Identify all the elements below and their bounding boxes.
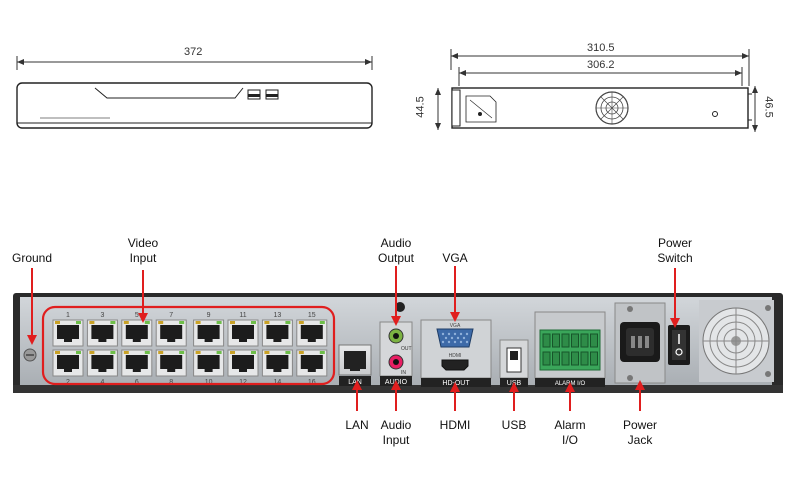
callout-arrows (27, 266, 680, 411)
audio-output-label: Audio Output (366, 236, 426, 266)
alarm-io-terminal: ALARM I/O (534, 311, 606, 387)
power-jack-label-line1: Power (622, 418, 657, 432)
usb-port: USB (499, 339, 529, 387)
usb-label: USB (501, 418, 527, 432)
port-number-2: 2 (66, 379, 70, 386)
vga-label: VGA (442, 251, 468, 265)
video-input-label-line1: Video (127, 236, 159, 250)
video-input-port-16 (296, 349, 328, 377)
power-switch-label: Power Switch (645, 236, 705, 266)
video-input-port-13 (261, 319, 293, 347)
side-view-drawing (451, 87, 752, 129)
port-number-4: 4 (100, 379, 104, 386)
port-number-6: 6 (135, 379, 139, 386)
svg-text:HDMI: HDMI (449, 353, 462, 359)
port-number-1: 1 (66, 312, 70, 319)
alarm-io-label: Alarm I/O (545, 418, 595, 448)
alarm-terminal-pin (561, 333, 570, 348)
front-view-drawing (16, 82, 373, 129)
lan-port: LAN (338, 344, 372, 386)
video-input-port-6 (121, 349, 153, 377)
video-input-port-7 (155, 319, 187, 347)
video-input-port-12 (227, 349, 259, 377)
video-input-port-9 (193, 319, 225, 347)
video-input-port-11 (227, 319, 259, 347)
audio-input-label-line2: Input (382, 433, 410, 447)
port-number-15: 15 (308, 312, 316, 319)
alarm-terminal-pin (590, 351, 598, 366)
port-number-12: 12 (239, 379, 247, 386)
alarm-terminal-pin (542, 351, 551, 366)
audio-output-label-line2: Output (377, 251, 415, 265)
video-input-label-line2: Input (129, 251, 157, 265)
port-number-9: 9 (207, 312, 211, 319)
video-input-port-14 (261, 349, 293, 377)
port-number-16: 16 (308, 379, 316, 386)
port-number-10: 10 (205, 379, 213, 386)
power-switch (668, 325, 690, 365)
port-number-13: 13 (274, 312, 282, 319)
port-number-5: 5 (135, 312, 139, 319)
power-switch-label-line2: Switch (657, 251, 693, 265)
alarm-terminal-pin (552, 351, 560, 366)
alarm-terminal-pin (580, 351, 589, 366)
video-input-port-10 (193, 349, 225, 377)
alarm-terminal-pin (580, 333, 589, 348)
alarm-terminal-pin (571, 333, 579, 348)
port-number-8: 8 (169, 379, 173, 386)
svg-text:VGA: VGA (450, 323, 461, 329)
video-input-port-5 (121, 319, 153, 347)
video-input-port-3 (86, 319, 118, 347)
power-jack-label: Power Jack (612, 418, 668, 448)
side-inner-dimension: 306.2 (587, 59, 615, 71)
audio-input-label-line1: Audio (380, 418, 412, 432)
video-input-port-1 (52, 319, 84, 347)
audio-output-label-line1: Audio (380, 236, 412, 250)
alarm-terminal-pin (542, 333, 551, 348)
alarm-terminal-pin (590, 333, 598, 348)
alarm-terminal-pin (571, 351, 579, 366)
svg-text:HD-OUT: HD-OUT (442, 380, 470, 387)
ground-label: Ground (11, 251, 53, 265)
video-input-label: Video Input (113, 236, 173, 266)
video-input-port-2 (52, 349, 84, 377)
fan-grille-icon (595, 91, 629, 125)
svg-text:LAN: LAN (348, 379, 362, 386)
video-input-ports (52, 319, 328, 377)
fan-grille-icon (699, 300, 774, 382)
front-width-dimension: 372 (184, 46, 203, 58)
port-number-14: 14 (274, 379, 282, 386)
alarm-terminal-pin (552, 333, 560, 348)
svg-text:IN: IN (401, 370, 406, 376)
power-switch-label-line1: Power (657, 236, 692, 250)
video-input-highlight (41, 305, 336, 386)
port-number-7: 7 (169, 312, 173, 319)
audio-jacks: OUT IN AUDIO (379, 302, 413, 386)
alarm-terminal-pin (561, 351, 570, 366)
lan-label: LAN (345, 418, 369, 432)
port-number-3: 3 (100, 312, 104, 319)
hd-out-ports: VGA HDMI HD-OUT (420, 319, 492, 387)
side-outer-dimension: 310.5 (587, 42, 615, 54)
alarm-io-label-line2: I/O (561, 433, 578, 447)
alarm-io-label-line1: Alarm (554, 418, 586, 432)
video-input-port-4 (86, 349, 118, 377)
video-input-port-15 (296, 319, 328, 347)
port-number-11: 11 (239, 312, 246, 319)
power-jack (614, 302, 666, 384)
power-jack-label-line2: Jack (627, 433, 653, 447)
hdmi-label: HDMI (439, 418, 471, 432)
svg-text:OUT: OUT (401, 346, 412, 352)
audio-input-label: Audio Input (371, 418, 421, 448)
dimension-drawings (16, 49, 758, 132)
video-input-port-8 (155, 349, 187, 377)
